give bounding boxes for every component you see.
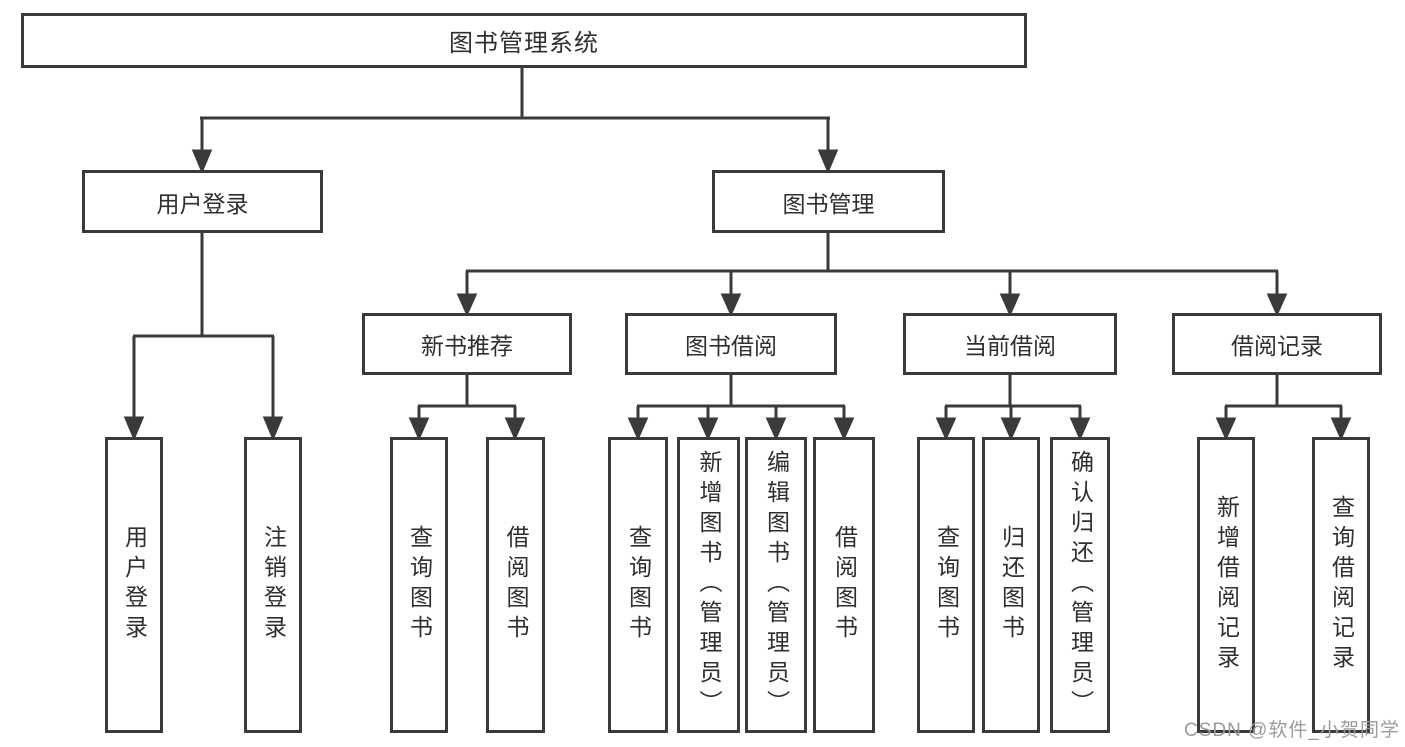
node-borrow-records: 借阅记录 bbox=[1172, 313, 1382, 375]
node-book-management: 图书管理 bbox=[712, 170, 945, 233]
leaf-query-books-borrow: 查询图书 bbox=[608, 437, 668, 733]
leaf-add-book-admin: 新增图书（管理员） bbox=[677, 437, 740, 733]
leaf-label: 确认归还（管理员） bbox=[1067, 450, 1094, 720]
leaf-label: 用户登录 bbox=[121, 525, 148, 645]
node-new-book-recommend: 新书推荐 bbox=[362, 313, 572, 375]
leaf-add-borrow-record: 新增借阅记录 bbox=[1197, 437, 1255, 733]
leaf-borrow-books-recommend: 借阅图书 bbox=[486, 437, 545, 733]
leaf-label: 编辑图书（管理员） bbox=[763, 450, 790, 720]
leaf-label: 新增图书（管理员） bbox=[696, 450, 722, 720]
leaf-label: 查询借阅记录 bbox=[1328, 495, 1355, 675]
leaf-query-borrow-record: 查询借阅记录 bbox=[1312, 437, 1370, 733]
leaf-user-login: 用户登录 bbox=[105, 437, 163, 733]
leaf-label: 注销登录 bbox=[260, 525, 287, 645]
leaf-label: 查询图书 bbox=[625, 525, 652, 645]
node-current-borrow: 当前借阅 bbox=[903, 313, 1117, 375]
leaf-label: 借阅图书 bbox=[831, 525, 858, 645]
node-user-login: 用户登录 bbox=[82, 170, 323, 233]
leaf-edit-book-admin: 编辑图书（管理员） bbox=[745, 437, 807, 733]
leaf-query-books-recommend: 查询图书 bbox=[390, 437, 448, 733]
leaf-return-books: 归还图书 bbox=[982, 437, 1040, 733]
leaf-label: 新增借阅记录 bbox=[1213, 495, 1240, 675]
leaf-borrow-books: 借阅图书 bbox=[813, 437, 875, 733]
node-book-borrow: 图书借阅 bbox=[625, 313, 837, 375]
leaf-label: 归还图书 bbox=[998, 525, 1025, 645]
leaf-label: 查询图书 bbox=[933, 525, 960, 645]
leaf-label: 借阅图书 bbox=[503, 525, 529, 645]
leaf-label: 查询图书 bbox=[406, 525, 433, 645]
leaf-logout-login: 注销登录 bbox=[244, 437, 302, 733]
node-root: 图书管理系统 bbox=[21, 13, 1027, 68]
leaf-query-books-current: 查询图书 bbox=[917, 437, 975, 733]
watermark: CSDN @软件_小贺同学 bbox=[1184, 720, 1400, 741]
leaf-confirm-return-admin: 确认归还（管理员） bbox=[1050, 437, 1110, 733]
